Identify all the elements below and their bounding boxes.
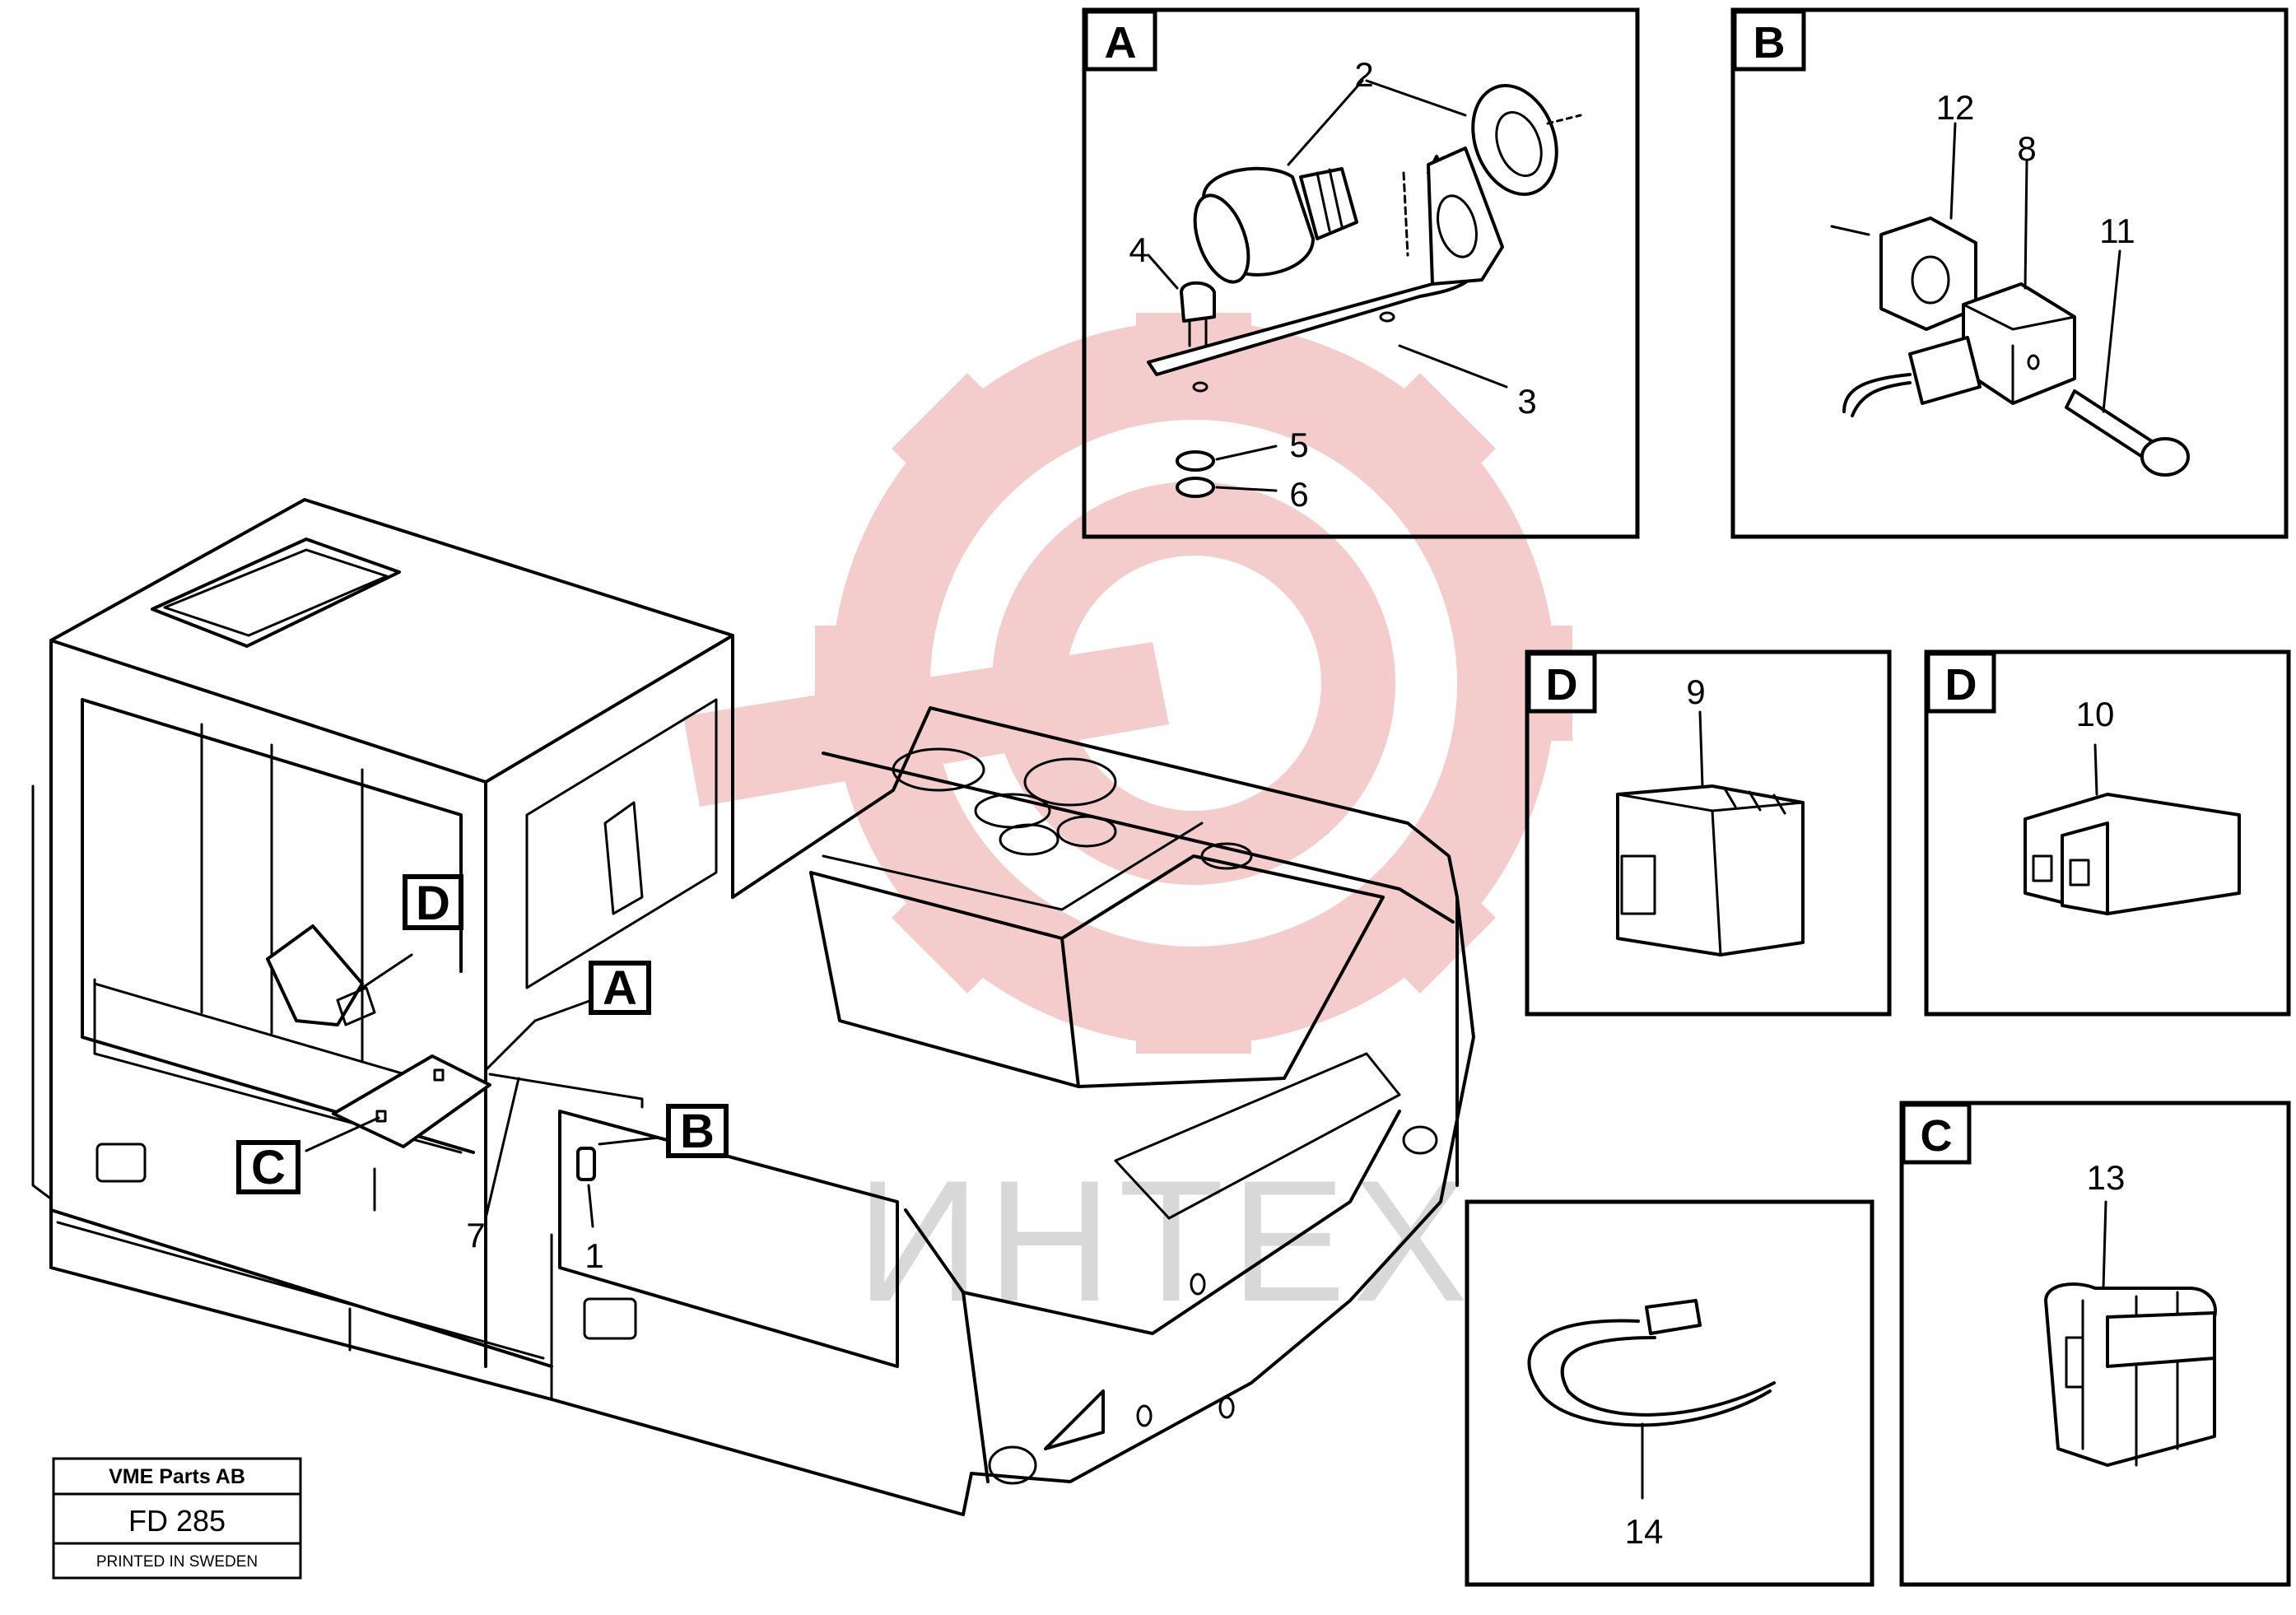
title-block-code: FD 285 bbox=[128, 1504, 226, 1538]
bolt-11 bbox=[2065, 389, 2190, 477]
part-number-5: 5 bbox=[1289, 426, 1308, 464]
watermark-text: ИНТЕХ bbox=[856, 1144, 1474, 1338]
screw bbox=[1180, 281, 1216, 347]
switch-part-1 bbox=[576, 1147, 596, 1181]
part-number-13: 13 bbox=[2087, 1158, 2126, 1197]
callout-box-b: B bbox=[666, 1104, 729, 1158]
nut-6 bbox=[1176, 477, 1215, 498]
washer-5 bbox=[1176, 450, 1215, 472]
panel-letter-b: B bbox=[1753, 18, 1786, 67]
joystick-control-d bbox=[266, 924, 376, 1026]
connector-13 bbox=[2044, 1282, 2217, 1467]
part-number-9: 9 bbox=[1686, 673, 1705, 711]
panel-plate-c bbox=[332, 1054, 491, 1148]
sensor-cable bbox=[1842, 373, 1912, 413]
relay-9 bbox=[1616, 784, 1805, 956]
title-block-footer: PRINTED IN SWEDEN bbox=[96, 1553, 258, 1571]
panel-letter-d: D bbox=[1546, 660, 1578, 710]
cable-tie-14 bbox=[1527, 1299, 1776, 1427]
callout-box-a: A bbox=[589, 961, 651, 1015]
callout-box-d: D bbox=[403, 874, 463, 930]
part-number-2: 2 bbox=[1354, 55, 1373, 94]
detail-panel-d-10: D 10 bbox=[1924, 649, 2291, 1017]
connector-cap-12 bbox=[1879, 216, 1977, 331]
part-number-1: 1 bbox=[584, 1236, 603, 1275]
mounting-bracket bbox=[1147, 147, 1504, 393]
rotary-switch bbox=[1193, 166, 1358, 284]
part-number-3: 3 bbox=[1517, 382, 1536, 421]
svg-text:B: B bbox=[680, 1105, 715, 1158]
sensor-block-8 bbox=[1908, 282, 2076, 405]
panel-letter-c: C bbox=[1921, 1111, 1953, 1161]
main-leader-lines bbox=[305, 953, 660, 1228]
svg-text:C: C bbox=[251, 1141, 286, 1194]
part-number-8: 8 bbox=[2017, 129, 2036, 168]
part-number-4: 4 bbox=[1129, 230, 1148, 269]
detail-panel-cable-tie: 14 bbox=[1465, 1199, 1875, 1587]
svg-text:A: A bbox=[603, 961, 637, 1015]
part-number-6: 6 bbox=[1289, 475, 1308, 514]
panel-letter-d-2: D bbox=[1945, 660, 1977, 710]
relay-10 bbox=[2024, 793, 2241, 915]
detail-panel-c: C 13 bbox=[1899, 1101, 2291, 1587]
panel-letter-a: A bbox=[1105, 18, 1137, 67]
callout-box-c: C bbox=[236, 1140, 300, 1194]
part-number-10: 10 bbox=[2076, 695, 2115, 733]
watermark-gear-logo bbox=[683, 313, 1572, 1054]
title-block-company: VME Parts AB bbox=[109, 1465, 245, 1488]
part-number-12: 12 bbox=[1936, 88, 1975, 127]
part-number-14: 14 bbox=[1625, 1512, 1664, 1551]
part-number-11: 11 bbox=[2099, 212, 2135, 250]
detail-panel-a: A 2 bbox=[1082, 7, 1640, 539]
svg-text:D: D bbox=[416, 877, 450, 930]
detail-panel-b: B 12 8 11 bbox=[1730, 7, 2289, 539]
title-block: VME Parts AB FD 285 PRINTED IN SWEDEN bbox=[52, 1457, 302, 1580]
lock-nut bbox=[1471, 84, 1558, 196]
part-number-7: 7 bbox=[466, 1216, 485, 1254]
detail-panel-d-9: D 9 bbox=[1525, 649, 1892, 1017]
